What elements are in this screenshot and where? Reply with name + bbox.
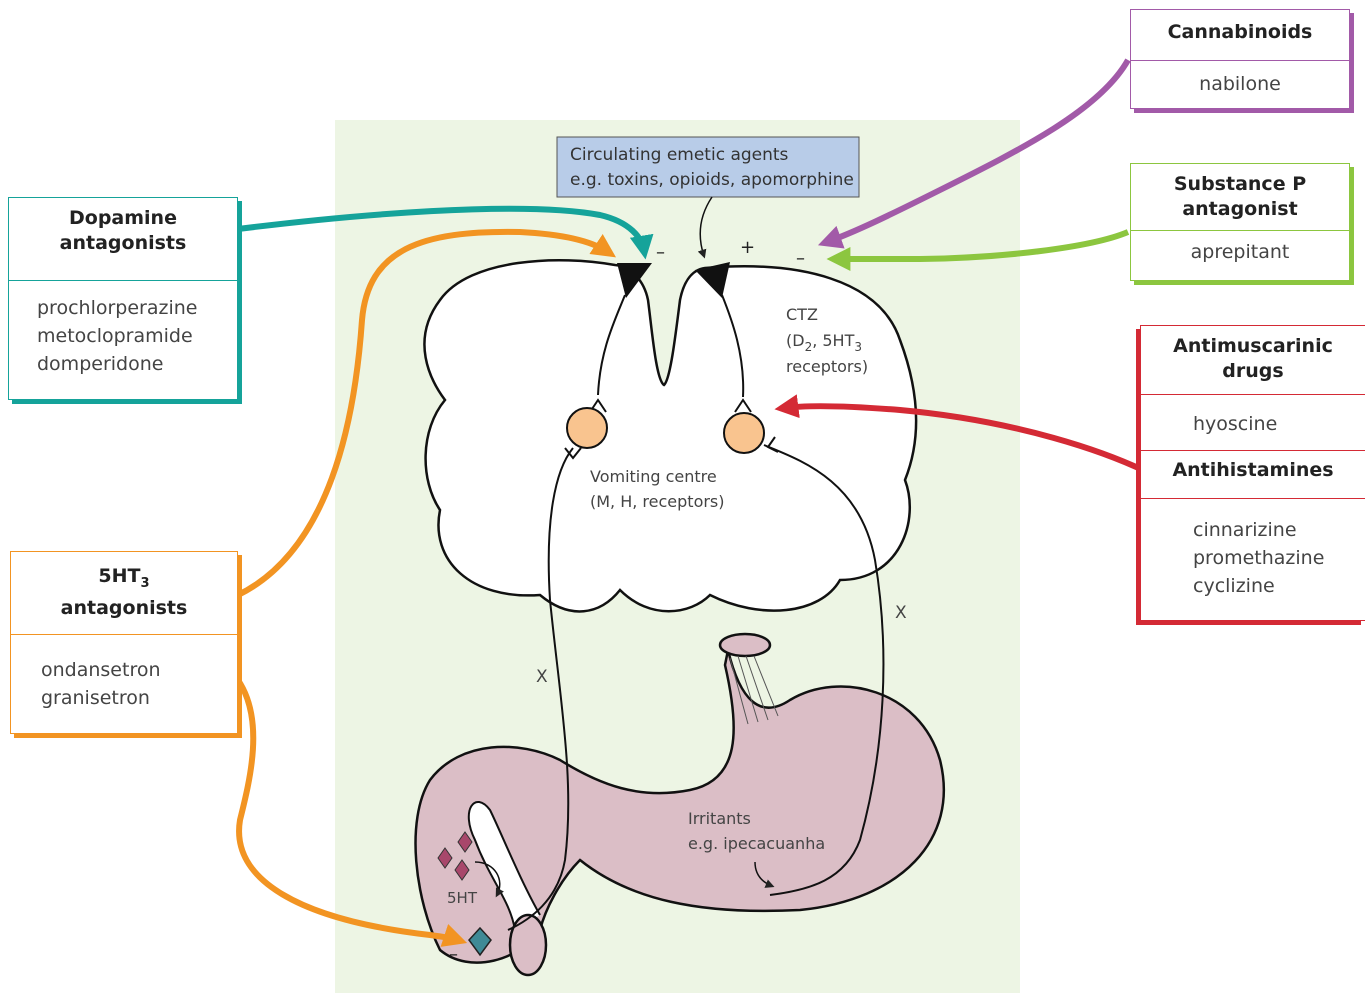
vomiting-centre-neuron-left [566, 407, 608, 449]
circulating-agents-line2: e.g. toxins, opioids, apomorphine [570, 170, 854, 190]
brain-outline [423, 259, 918, 613]
ht3-antagonists-box: 5HT3 antagonists ondansetron granisetron [10, 551, 238, 734]
irritants-arrow [754, 861, 775, 888]
serotonin-granule-1 [457, 831, 473, 853]
drug-cyclizine: cyclizine [1193, 575, 1275, 597]
ht3-antagonists-title: 5HT3 antagonists [11, 552, 237, 632]
ht3-antagonist-arrow-gut [235, 678, 468, 947]
ctz-neuron-right [721, 294, 745, 398]
antihistamines-title: Antihistamines [1172, 459, 1334, 481]
serotonin-granule-3 [454, 859, 470, 881]
cannabinoid-arrow [817, 58, 1131, 249]
sign-plus-circulating: + [740, 237, 755, 258]
ctz-neuron-left [597, 294, 626, 396]
substance-p-antagonist-arrow [826, 229, 1130, 271]
vagal-block-mark-right: X [895, 603, 907, 623]
drug-granisetron: granisetron [41, 687, 150, 709]
antimuscarinic-title: Antimuscarinic drugs [1173, 335, 1333, 382]
vomiting-centre-neuron-right [723, 412, 765, 454]
drug-domperidone: domperidone [37, 353, 164, 375]
drug-hyoscine: hyoscine [1193, 413, 1278, 435]
drug-prochlorperazine: prochlorperazine [37, 297, 198, 319]
antimuscarinic-antihistamine-box: Antimuscarinic drugs hyoscine Antihistam… [1140, 325, 1365, 621]
duodenum-opening [508, 913, 548, 977]
synapse-fork-vagal-right [766, 436, 779, 453]
ctz-receptor-d: (D [786, 331, 805, 350]
stomach-folds [729, 655, 779, 725]
serotonin-granule-2 [437, 847, 453, 869]
ctz-label: CTZ [786, 305, 818, 324]
substance-p-antagonist-title: Substance P antagonist [1173, 173, 1307, 220]
ctz-receptors-word: receptors) [786, 357, 868, 376]
circulating-agents-line1: Circulating emetic agents [570, 145, 789, 165]
circulating-agents-arrow [697, 196, 713, 259]
oesophagus-opening [718, 632, 772, 658]
ctz-receptor-5ht-subscript: 3 [854, 340, 862, 354]
drug-promethazine: promethazine [1193, 547, 1325, 569]
synapse-fork-vagal-left [564, 447, 582, 460]
ht3-title-main: 5HT [98, 565, 141, 587]
vomiting-centre-label: Vomiting centre [590, 467, 717, 486]
dopamine-antagonists-box: Dopamine antagonists prochlorperazine me… [8, 197, 238, 400]
5ht3-receptor-gut [468, 926, 492, 957]
drug-metoclopramide: metoclopramide [37, 325, 193, 347]
ht3-antagonist-arrow-ctz [236, 228, 616, 598]
drug-ondansetron: ondansetron [41, 659, 161, 681]
vagal-afferent-left [507, 447, 574, 931]
drug-aprepitant: aprepitant [1190, 241, 1290, 263]
sign-minus-gut: – [449, 944, 458, 965]
irritants-label: Irritants [688, 809, 751, 828]
sign-minus-right: – [796, 248, 805, 269]
irritants-example: e.g. ipecacuanha [688, 834, 825, 853]
ctz-receptor-types: (D2, 5HT3 [786, 331, 862, 354]
cannabinoids-title: Cannabinoids [1167, 21, 1313, 43]
ht3-title-subscript: 3 [140, 575, 150, 591]
serotonin-release-arrow [474, 861, 504, 898]
vagal-block-mark-left: X [536, 667, 548, 687]
drug-cinnarizine: cinnarizine [1193, 519, 1297, 541]
synapse-fork-right [734, 398, 752, 413]
circulating-agents-box [556, 136, 860, 198]
ht3-title-rest: antagonists [60, 596, 188, 619]
ctz-receptor-5ht: , 5HT [812, 331, 854, 350]
drug-nabilone: nabilone [1199, 73, 1281, 95]
dopamine-antagonist-arrow [237, 205, 654, 260]
antimuscarinic-antihistamine-arrow [774, 394, 1170, 486]
dopamine-antagonists-title: Dopamine antagonists [59, 207, 187, 254]
cannabinoids-box: Cannabinoids nabilone [1130, 9, 1350, 109]
ctz-receptor-left [617, 263, 652, 298]
ctz-receptor-right [695, 262, 730, 298]
vomiting-centre-receptors: (M, H, receptors) [590, 492, 725, 511]
substance-p-antagonist-box: Substance P antagonist aprepitant [1130, 163, 1350, 281]
vagal-afferent-right [763, 444, 885, 896]
serotonin-label: 5HT [447, 889, 478, 907]
ctz-receptor-d-subscript: 2 [805, 340, 813, 354]
sign-minus-dopamine: – [656, 242, 665, 263]
